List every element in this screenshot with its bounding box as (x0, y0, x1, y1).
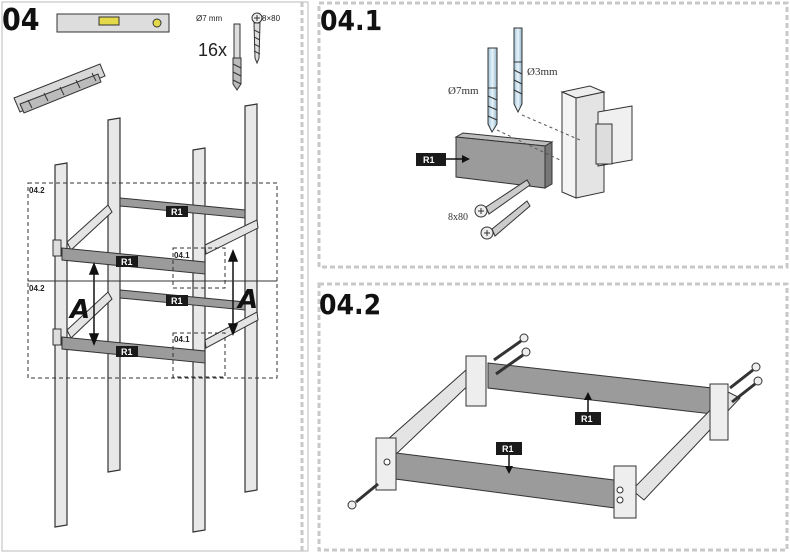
detail-box (27, 280, 278, 379)
beam-tag: R1 (575, 412, 601, 425)
screw-icon (474, 179, 531, 218)
callout-label: 04.1 (174, 251, 190, 260)
step-042-panel: 04.2 R1 R1 (317, 282, 789, 552)
callout-label: 04.2 (29, 284, 45, 293)
quantity-label: 16x (198, 40, 227, 60)
detail-box (172, 332, 226, 378)
screw-icon (493, 333, 529, 362)
step-04-panel: 04 Ø7 mm 8×80 16x (1, 1, 309, 552)
screw-icon (729, 362, 761, 390)
svg-text:R1: R1 (581, 414, 593, 424)
drill-bit-icon (232, 23, 242, 91)
drill-bit-icon (487, 47, 498, 134)
drill-bit-icon (513, 27, 523, 114)
screw-icon (731, 376, 763, 404)
drill-large-label: Ø7mm (448, 85, 479, 97)
step-041-panel: 04.1 Ø7mm Ø3mm R1 (317, 1, 789, 269)
spacing-arrow (88, 248, 239, 347)
beam-tag: R1 (116, 346, 138, 357)
screw-icon (251, 12, 263, 65)
spacing-label-a: A (236, 285, 258, 315)
beam-tag: R1 (166, 295, 188, 306)
svg-text:R1: R1 (423, 155, 435, 165)
beam-r1-block (454, 132, 554, 189)
screw-icon (495, 347, 531, 376)
svg-text:R1: R1 (502, 444, 514, 454)
svg-text:R1: R1 (121, 347, 133, 357)
beam-tag: R1 (496, 442, 522, 455)
detail-box (172, 247, 226, 289)
drill-size-label: Ø7 mm (196, 14, 223, 23)
svg-text:R1: R1 (171, 207, 183, 217)
drill-small-label: Ø3mm (527, 66, 558, 78)
screw-icon (480, 200, 531, 240)
spirit-level-icon (56, 13, 170, 33)
callout-label: 04.2 (29, 186, 45, 195)
svg-text:R1: R1 (121, 257, 133, 267)
step-042-number: 04.2 (319, 288, 381, 321)
beam-tag: R1 (166, 206, 188, 217)
callout-label: 04.1 (174, 335, 190, 344)
step-041-number: 04.1 (320, 4, 382, 37)
spacing-label-a: A (68, 295, 90, 325)
svg-text:R1: R1 (171, 296, 183, 306)
post-block (560, 85, 633, 199)
step-04-number: 04 (2, 3, 40, 38)
screw-icon (347, 482, 379, 510)
screw-size-label: 8x80 (448, 212, 468, 223)
folding-rule-icon (13, 63, 106, 114)
beam-tag: R1 (116, 256, 138, 267)
detail-box (27, 182, 278, 282)
beam-tag: R1 (416, 153, 446, 166)
corner-posts (375, 355, 729, 519)
screw-size-label: 8×80 (262, 14, 281, 23)
